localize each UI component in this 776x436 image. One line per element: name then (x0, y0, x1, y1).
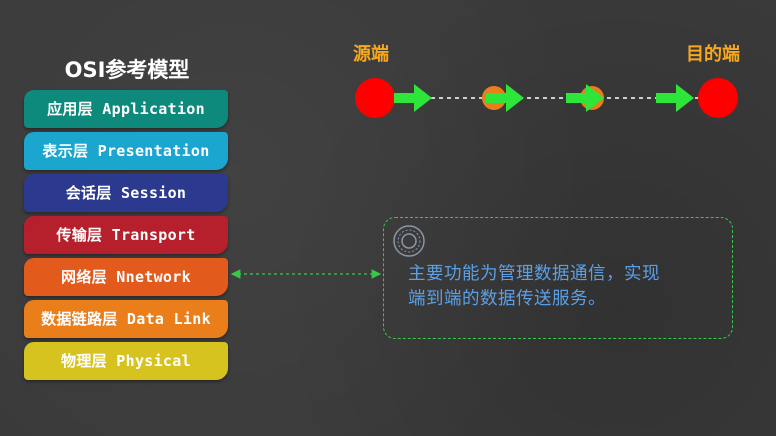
layer-network: 网络层 Nnetwork (24, 258, 228, 296)
layer-physical: 物理层 Physical (24, 342, 228, 380)
source-label: 源端 (353, 44, 389, 65)
info-text-line-2: 端到端的数据传送服务。 (408, 289, 606, 309)
layer-application: 应用层 Application (24, 90, 228, 128)
diagram-title: OSI参考模型 (64, 58, 190, 82)
arrow-2 (486, 84, 524, 112)
layer-presentation: 表示层 Presentation (24, 132, 228, 170)
destination-node (698, 78, 738, 118)
arrow-1 (394, 84, 432, 112)
layer-data-link: 数据链路层 Data Link (24, 300, 228, 338)
info-text: 主要功能为管理数据通信，实现 端到端的数据传送服务。 (408, 262, 728, 312)
layer-session: 会话层 Session (24, 174, 228, 212)
target-icon (393, 225, 425, 257)
layer-transport: 传输层 Transport (24, 216, 228, 254)
arrow-4 (656, 84, 694, 112)
info-text-line-1: 主要功能为管理数据通信，实现 (408, 264, 660, 284)
destination-label: 目的端 (686, 44, 740, 65)
info-box: 主要功能为管理数据通信，实现 端到端的数据传送服务。 (383, 217, 733, 339)
arrow-3 (566, 84, 604, 112)
source-node (355, 78, 395, 118)
